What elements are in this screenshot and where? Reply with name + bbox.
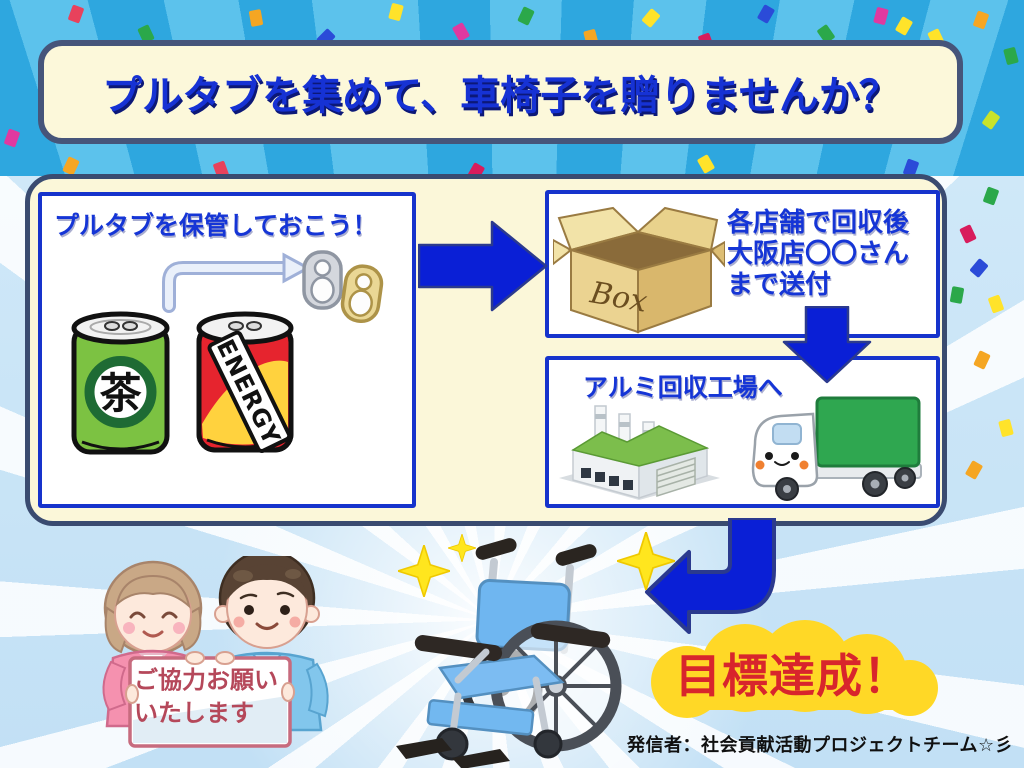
cardboard-box-icon: Box xyxy=(553,206,725,334)
step2-line1: 各店舗で回収後 xyxy=(727,208,910,238)
step2-box: Box 各店舗で回収後 大阪店〇〇さん まで送付 xyxy=(545,190,940,338)
step3-box: アルミ回収工場へ xyxy=(545,356,940,508)
goal-burst xyxy=(651,620,938,718)
cans-illustration: 茶 ENERGY xyxy=(71,250,384,455)
step2-line2: 大阪店〇〇さん xyxy=(727,239,910,269)
sparkle-icon xyxy=(617,532,675,590)
sign-line1: ご協力お願い xyxy=(134,666,278,694)
flow-arrow-curve-left-icon xyxy=(645,518,776,634)
title-banner: プルタブを集めて、車椅子を贈りませんか？ xyxy=(38,40,963,144)
energy-can-icon: ENERGY xyxy=(196,311,294,453)
confetti-piece xyxy=(248,9,264,27)
step2-text: 各店舗で回収後 大阪店〇〇さん まで送付 xyxy=(727,208,909,301)
sparkle-icon xyxy=(448,534,476,562)
truck-icon xyxy=(751,396,922,501)
green-can-icon: 茶 xyxy=(71,311,170,455)
cooperation-sign xyxy=(125,651,295,748)
wheelchair-illustration xyxy=(396,538,622,768)
credit-text: 発信者：社会貢献活動プロジェクトチーム☆彡 xyxy=(627,735,1014,756)
pulltab-arrow-icon xyxy=(162,252,312,313)
step3-heading: アルミ回収工場へ xyxy=(583,373,783,402)
people-with-sign xyxy=(102,556,329,748)
factory-icon xyxy=(559,405,720,500)
pull-tab-gold-icon xyxy=(340,264,384,324)
sign-message: ご協力お願い いたします xyxy=(134,664,292,730)
step1-heading: プルタブを保管しておこう！ xyxy=(54,211,378,240)
poster-title: プルタブを集めて、車椅子を贈りませんか？ xyxy=(102,73,899,119)
flow-arrow-right-icon xyxy=(418,220,548,312)
step2-line3: まで送付 xyxy=(727,270,832,300)
flow-arrow-down-icon xyxy=(782,306,872,384)
sparkle-icon xyxy=(398,545,450,597)
goal-text: 目標達成！ xyxy=(675,649,910,703)
sign-line2: いたします xyxy=(134,699,254,727)
green-can-label: 茶 xyxy=(99,369,142,418)
pull-tab-silver-icon xyxy=(302,250,343,310)
step1-box: プルタブを保管しておこう！ xyxy=(38,192,416,508)
